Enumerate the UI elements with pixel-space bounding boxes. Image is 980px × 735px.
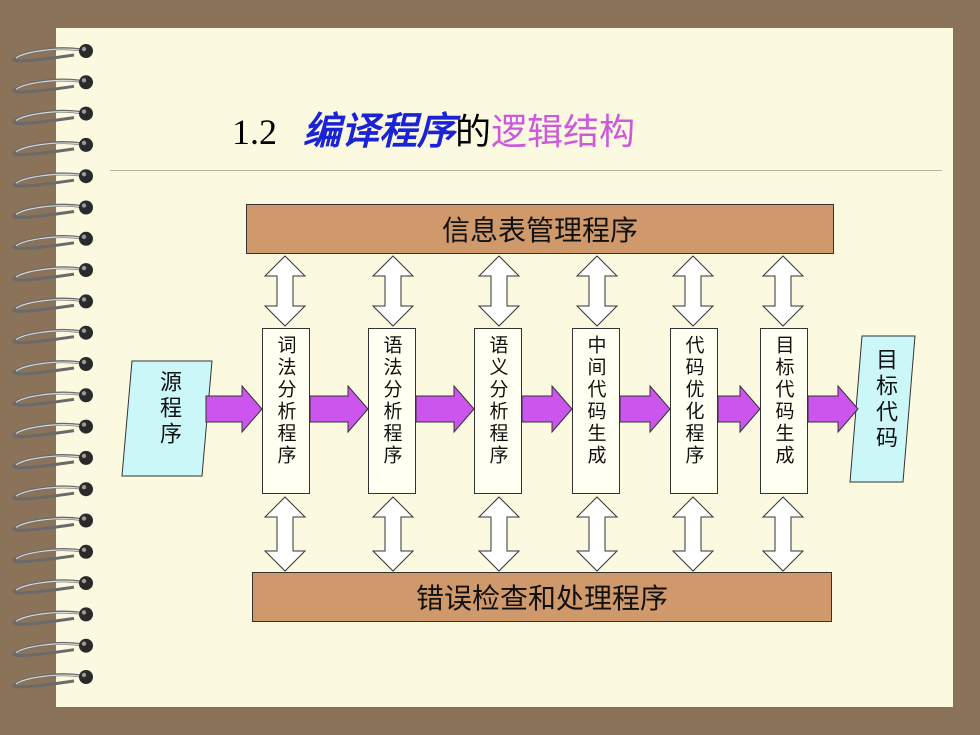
flow-arrow [521,384,573,434]
spiral-ring [12,670,93,689]
spiral-ring [12,419,93,438]
info-table-manager-label: 信息表管理程序 [441,214,638,247]
flow-arrow [619,384,671,434]
spiral-ring [12,388,93,407]
bidirectional-arrow [263,496,307,572]
stage-label: 目标代码生成 [772,335,795,467]
bidirectional-arrow [371,255,415,327]
spiral-ring [12,576,93,595]
error-handler-label: 错误检查和处理程序 [415,582,668,615]
spiral-ring [12,513,93,532]
spiral-ring [12,231,93,251]
source-program-label: 源程序 [156,370,181,448]
spiral-ring [12,263,93,282]
stage-label: 词法分析程序 [274,335,297,467]
bidirectional-arrow [671,496,715,572]
spiral-ring [12,638,93,658]
spiral-ring [12,450,93,470]
flow-arrow [415,384,475,434]
bidirectional-arrow [263,255,307,327]
title-compiler: 编译程序 [303,108,456,153]
bidirectional-arrow [761,496,805,572]
bidirectional-arrow [575,496,619,572]
spiral-ring [12,106,93,125]
spiral-ring [12,200,93,219]
bidirectional-arrow [477,255,521,327]
slide-title: 1.2 编译程序 的 逻辑结构 [232,100,635,160]
spiral-ring [12,75,93,94]
info-table-manager-bar: 信息表管理程序 [246,204,834,254]
spiral-ring [12,357,93,376]
target-code-shape [849,335,916,483]
stage-label: 语义分析程序 [486,335,509,467]
stage-intermediate: 中间代码生成 [572,328,620,494]
bidirectional-arrow [671,255,715,327]
spiral-ring [12,482,93,501]
spiral-ring [12,44,93,63]
target-code-label: 目标代码 [872,348,897,452]
spiral-ring [12,169,93,188]
flow-arrow [717,384,761,434]
title-divider [110,170,942,171]
spiral-ring [12,325,93,345]
bidirectional-arrow [371,496,415,572]
stage-codegen: 目标代码生成 [760,328,808,494]
flow-arrow [309,384,369,434]
spiral-ring [12,294,93,313]
spiral-ring [12,544,93,564]
flow-arrow [205,384,263,434]
stage-syntax: 语法分析程序 [368,328,416,494]
stage-lexical: 词法分析程序 [262,328,310,494]
spiral-ring [12,137,93,157]
bidirectional-arrow [575,255,619,327]
title-number: 1.2 [232,112,277,152]
flow-arrow [807,384,859,434]
stage-label: 语法分析程序 [380,335,403,467]
spiral-binding [12,44,93,689]
title-particle: 的 [455,112,492,153]
bidirectional-arrow [477,496,521,572]
bidirectional-arrow [761,255,805,327]
spiral-ring [12,607,93,626]
stage-label: 代码优化程序 [682,335,705,467]
source-program-shape [121,360,213,477]
error-handler-bar: 错误检查和处理程序 [252,572,832,622]
stage-optimization: 代码优化程序 [670,328,718,494]
title-logic-structure: 逻辑结构 [491,112,636,153]
stage-label: 中间代码生成 [584,335,607,467]
stage-semantic: 语义分析程序 [474,328,522,494]
